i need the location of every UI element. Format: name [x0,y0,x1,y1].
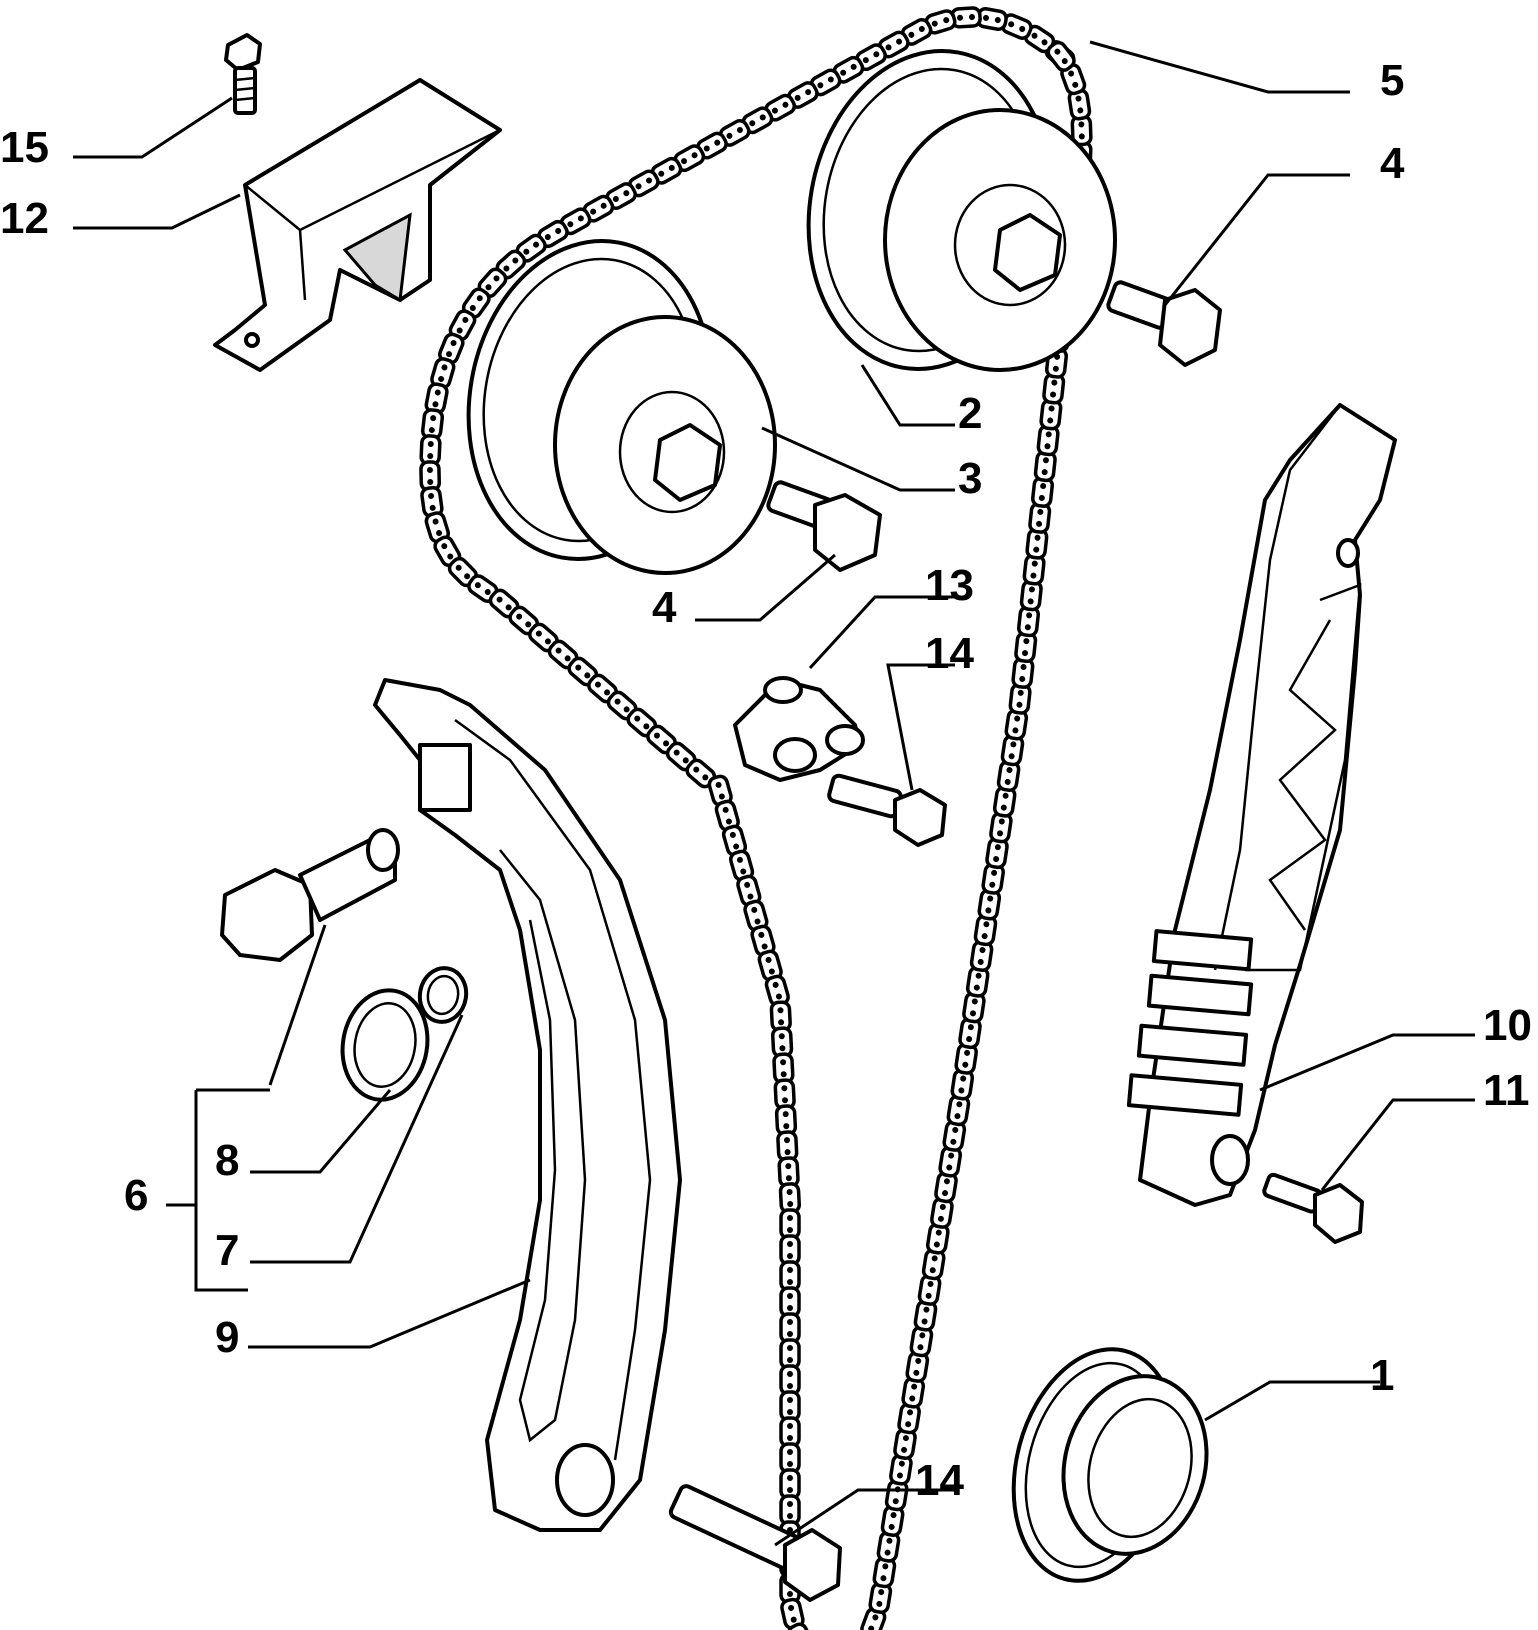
bolt-15 [224,33,262,115]
crankshaft-sprocket [1011,1347,1209,1583]
chain-tensioner [220,828,400,962]
o-ring [417,966,469,1024]
callout-5: 5 [1380,56,1404,105]
callout-14-upper: 14 [925,629,974,678]
chain-link [743,899,769,932]
callout-8: 8 [215,1136,239,1185]
chain-link [905,1350,930,1383]
chain-link [779,1312,801,1344]
bolt-14-lower [668,1484,842,1602]
camshaft-sprocket-exhaust [806,49,1117,372]
chain-guide-bracket [213,78,502,372]
chain-link [950,1068,975,1101]
chain-link [718,118,751,147]
callout-3: 3 [958,454,982,503]
chain-link [1046,40,1076,72]
chain-link [985,837,1009,870]
chain-link [832,55,865,84]
tensioner-pivot-bracket [733,676,865,782]
callout-14-lower: 14 [915,1456,964,1505]
chain-link [770,1026,794,1059]
guide-bolt [1262,1172,1364,1244]
chain-link [1033,450,1057,483]
chain-link [779,1390,801,1422]
chain-link [893,1428,917,1460]
chain-link [787,1622,815,1630]
chain-link [779,1468,801,1500]
chain-link [938,1145,963,1178]
callout-10: 10 [1483,1001,1532,1050]
chain-link [925,1222,950,1255]
chain-link [779,1416,801,1448]
chain-link [779,1338,801,1370]
callout-2: 2 [958,389,982,438]
callout-1: 1 [1370,1351,1394,1400]
sealing-washer [340,988,430,1102]
chain-link [420,408,445,441]
chain-link [779,1260,801,1292]
bolt-14-upper [827,773,947,847]
chain-link [774,1104,798,1136]
callout-12: 12 [0,194,49,243]
fixed-chain-guide [1126,403,1397,1207]
chain-link [930,1196,954,1229]
chain-link [779,1442,801,1474]
callout-9: 9 [215,1313,239,1362]
chain-link [779,1286,801,1318]
chain-link [773,1078,796,1111]
chain-link [777,1156,800,1188]
chain-link [779,1234,801,1266]
callout-11: 11 [1483,1066,1530,1115]
leader-lines [73,40,1475,1547]
chain-link [587,673,618,704]
chain-link [419,460,442,492]
chain-link [1036,424,1060,457]
callout-7: 7 [215,1226,239,1275]
camshaft-sprocket-intake [466,239,777,575]
callout-labels: 15 12 5 4 2 3 4 13 14 10 11 8 6 7 9 1 14 [0,56,1532,1505]
chain-link [958,1017,982,1050]
callout-13: 13 [925,561,974,610]
chain-link [776,1130,799,1162]
chain-link [901,1376,926,1409]
chain-link [913,1299,938,1332]
callout-15: 15 [0,123,49,172]
chain-link [975,7,1008,31]
chain-link [778,1182,802,1214]
chain-link [769,1000,792,1033]
callout-4-lower: 4 [652,583,677,632]
sprocket-bolt-upper [1106,280,1222,367]
chain-link [1025,527,1049,560]
chain-link [419,434,442,466]
timing-chain [419,6,1093,1630]
chain-link [787,81,819,109]
chain-link [934,1171,958,1204]
chain-link [779,1494,801,1526]
callout-4-upper: 4 [1380,139,1405,188]
tensioner-shoe [373,678,682,1532]
chain-link [772,1052,795,1085]
chain-link [981,862,1005,895]
callout-6: 6 [124,1171,148,1220]
chain-link [779,1208,801,1240]
chain-link [477,267,508,299]
sprocket-bolt-lower [766,480,882,572]
chain-link [779,1364,801,1396]
